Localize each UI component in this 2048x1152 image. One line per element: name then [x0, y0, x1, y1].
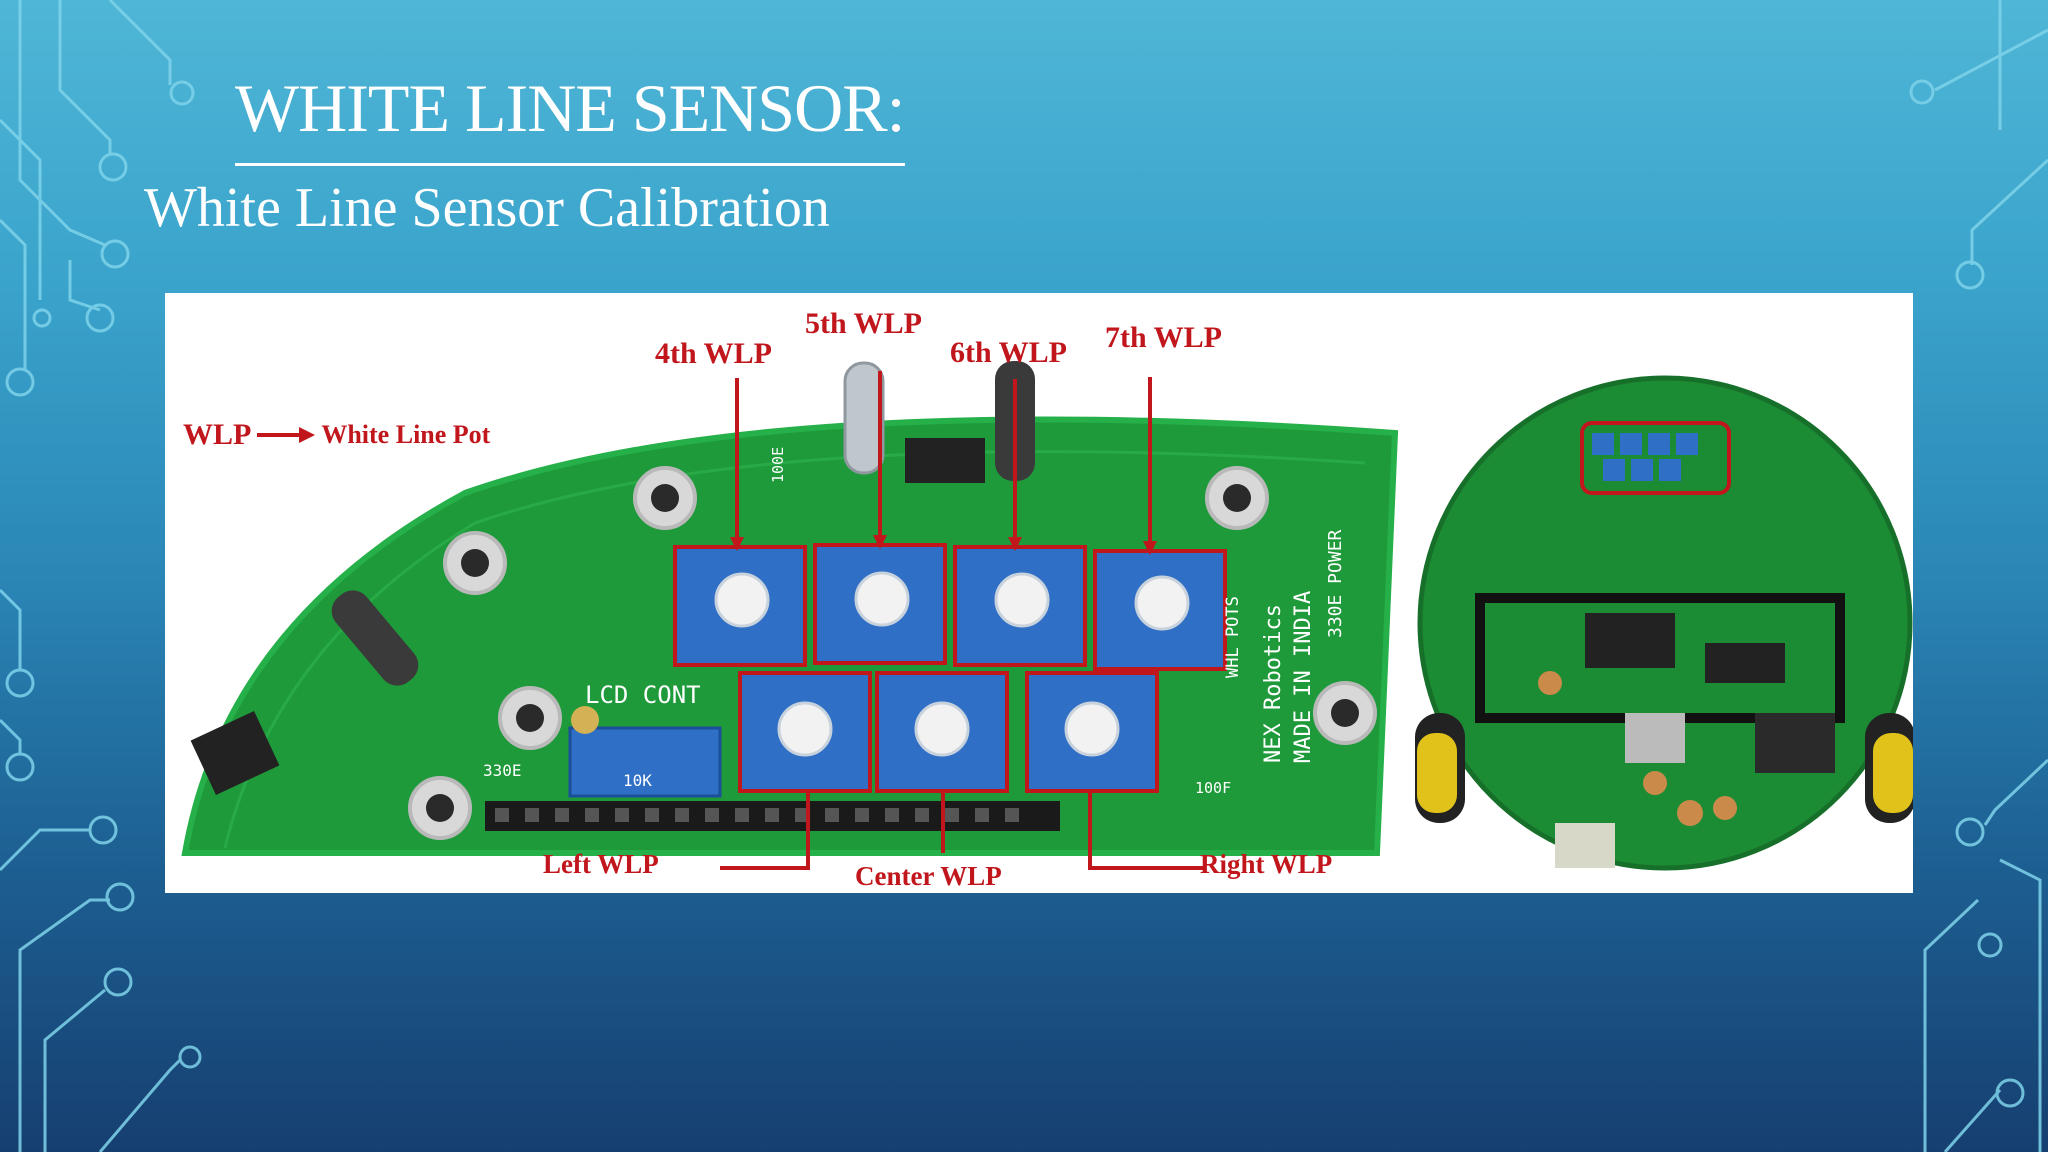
- wlp-legend: WLP White Line Pot: [183, 418, 490, 452]
- label-6th-wlp: 6th WLP: [950, 336, 1067, 369]
- whl-pots-text: WHL POTS: [1223, 596, 1243, 678]
- top-marker-text: 3: [935, 390, 952, 423]
- title-underline: [235, 163, 905, 166]
- label-right-wlp: Right WLP: [1200, 849, 1333, 879]
- label-center-wlp: Center WLP: [855, 861, 1002, 891]
- slide-subtitle: White Line Sensor Calibration: [144, 177, 830, 239]
- lcd-contrast-text: LCD CONT: [585, 681, 701, 709]
- slide-title: WHITE LINE SENSOR:: [235, 70, 905, 146]
- label-4th-wlp: 4th WLP: [655, 337, 772, 370]
- resistor-text: 330E: [483, 761, 522, 780]
- power-text: 330E POWER: [1325, 529, 1346, 638]
- made-in-text: MADE IN INDIA: [1291, 590, 1316, 763]
- cap-text: 100F: [1195, 779, 1232, 797]
- top-resistor-text: 100E: [769, 446, 787, 483]
- maker-text: NEX Robotics: [1261, 604, 1286, 763]
- legend-meaning: White Line Pot: [321, 420, 491, 449]
- label-5th-wlp: 5th WLP: [805, 307, 922, 340]
- sensor-board-photo: WLP White Line Pot 4th WLP 5th WLP 6th W…: [165, 293, 1913, 893]
- board-illustration: [181, 361, 1913, 871]
- label-7th-wlp: 7th WLP: [1105, 321, 1222, 354]
- arrow-right-icon: [257, 427, 316, 443]
- label-left-wlp: Left WLP: [543, 849, 659, 879]
- legend-abbr: WLP: [183, 418, 252, 451]
- pot-value-text: 10K: [623, 771, 652, 790]
